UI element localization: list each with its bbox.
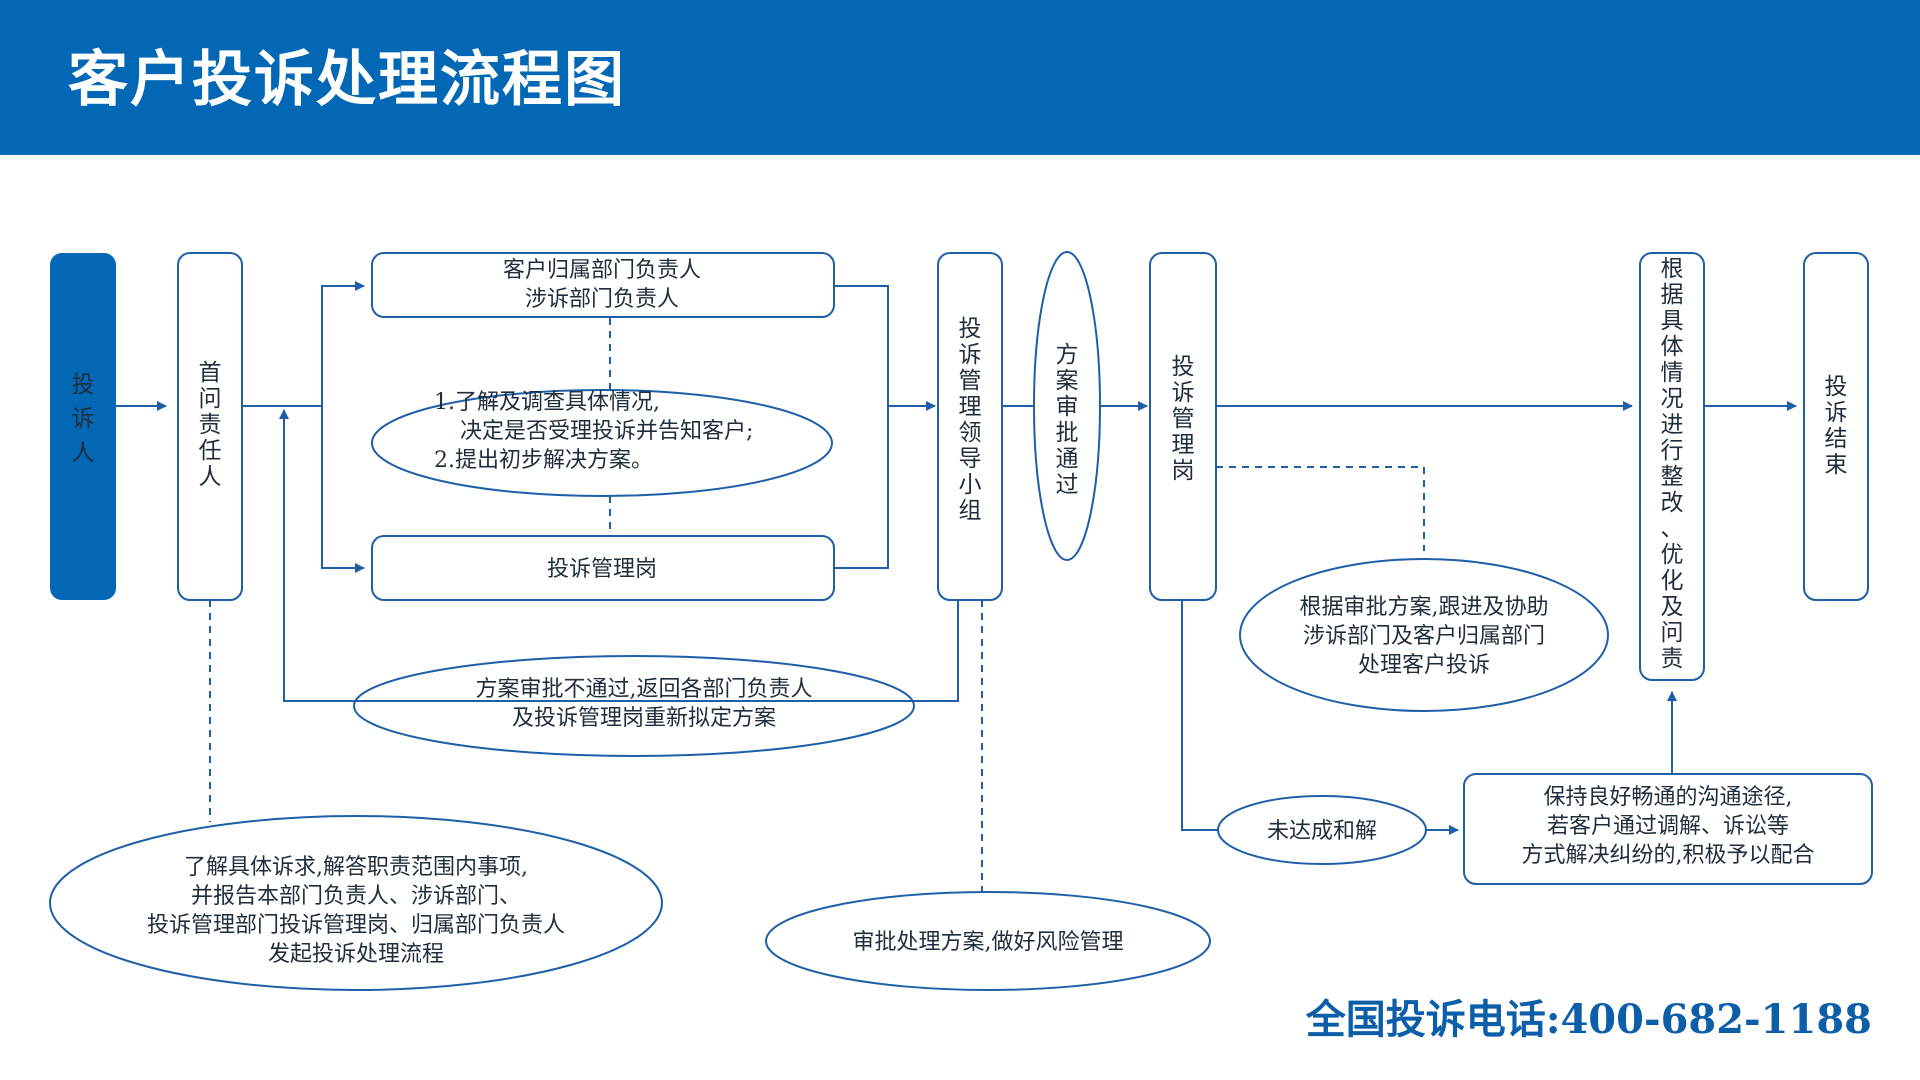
not-settled-node xyxy=(1217,795,1427,865)
hotline: 全国投诉电话:400-682-1188 xyxy=(1305,996,1872,1043)
investigate-line-1: 1.了解及调查具体情况, xyxy=(434,390,660,415)
complaint-post-label: 投诉管理岗 xyxy=(1172,354,1195,484)
connector-post-to-not-settled xyxy=(1181,600,1218,831)
dept-heads-line-1: 客户归属部门负责人 xyxy=(503,258,701,283)
first-responsible-node xyxy=(177,252,243,601)
dept-heads-node xyxy=(371,252,835,318)
page-title: 客户投诉处理流程图 xyxy=(68,45,626,115)
end-node xyxy=(1803,252,1869,601)
first-note-line-2: 并报告本部门负责人、涉诉部门、 xyxy=(191,884,521,909)
complaint-post-top-node xyxy=(371,535,835,601)
approval-note-label: 审批处理方案,做好风险管理 xyxy=(853,930,1124,955)
arrow-reject-return xyxy=(279,409,959,702)
rectify-node xyxy=(1639,252,1705,681)
investigate-note xyxy=(371,389,833,497)
follow-line-2: 涉诉部门及客户归属部门 xyxy=(1303,624,1545,649)
first-note xyxy=(49,815,663,991)
first-responsible-label: 首问责任人 xyxy=(199,360,222,490)
complainant-label: 投诉人 xyxy=(72,372,95,466)
rectify-label: 根据具体情况进行整改、优化及问责 xyxy=(1661,256,1684,672)
svg-text:投诉结束: 投诉结束 xyxy=(1825,374,1848,478)
complaint-post-top-label: 投诉管理岗 xyxy=(547,557,657,582)
leader-group-label: 投诉管理领导小组 xyxy=(959,316,982,524)
connector-post-top-to-leader xyxy=(834,406,889,569)
approval-note xyxy=(765,891,1211,991)
communication-note xyxy=(1463,773,1873,885)
arrow-split-to-post-top xyxy=(321,406,365,573)
svg-text:投诉管理岗: 投诉管理岗 xyxy=(1172,354,1195,484)
complaint-post-node xyxy=(1149,252,1217,601)
not-settled-label: 未达成和解 xyxy=(1267,819,1377,844)
connector-dept-heads-to-leader xyxy=(834,285,889,406)
communication-line-3: 方式解决纠纷的,积极予以配合 xyxy=(1522,843,1815,868)
plan-approved-node xyxy=(1033,251,1101,561)
svg-text:方案审批通过: 方案审批通过 xyxy=(1056,342,1079,498)
reject-note xyxy=(353,655,915,757)
communication-line-1: 保持良好畅通的沟通途径, xyxy=(1544,785,1793,810)
svg-text:根据具体情况进行整改、优化及问责: 根据具体情况进行整改、优化及问责 xyxy=(1661,256,1684,672)
leader-group-node xyxy=(937,252,1003,601)
plan-approved-label: 方案审批通过 xyxy=(1056,342,1079,498)
header-bar: 客户投诉处理流程图 xyxy=(0,0,1920,155)
svg-text:首问责任人: 首问责任人 xyxy=(199,360,222,490)
follow-note xyxy=(1239,558,1609,712)
investigate-line-2: 决定是否受理投诉并告知客户; xyxy=(460,419,753,444)
svg-text:投诉人: 投诉人 xyxy=(72,372,95,466)
first-note-line-4: 发起投诉处理流程 xyxy=(268,942,444,967)
first-note-line-3: 投诉管理部门投诉管理岗、归属部门负责人 xyxy=(147,913,565,938)
investigate-line-3: 2.提出初步解决方案。 xyxy=(434,448,653,473)
reject-line-2: 及投诉管理岗重新拟定方案 xyxy=(512,706,776,731)
end-label: 投诉结束 xyxy=(1825,374,1848,478)
complainant-node xyxy=(50,253,116,600)
reject-line-1: 方案审批不通过,返回各部门负责人 xyxy=(476,677,813,702)
arrow-split-to-dept-heads xyxy=(321,281,365,406)
dashed-follow-note xyxy=(1216,466,1425,551)
svg-text:投诉管理领导小组: 投诉管理领导小组 xyxy=(959,316,982,524)
first-note-line-1: 了解具体诉求,解答职责范围内事项, xyxy=(184,855,528,880)
follow-line-1: 根据审批方案,跟进及协助 xyxy=(1300,595,1549,620)
communication-line-2: 若客户通过调解、诉讼等 xyxy=(1547,814,1789,839)
dept-heads-line-2: 涉诉部门负责人 xyxy=(525,287,679,312)
follow-line-3: 处理客户投诉 xyxy=(1358,653,1490,678)
